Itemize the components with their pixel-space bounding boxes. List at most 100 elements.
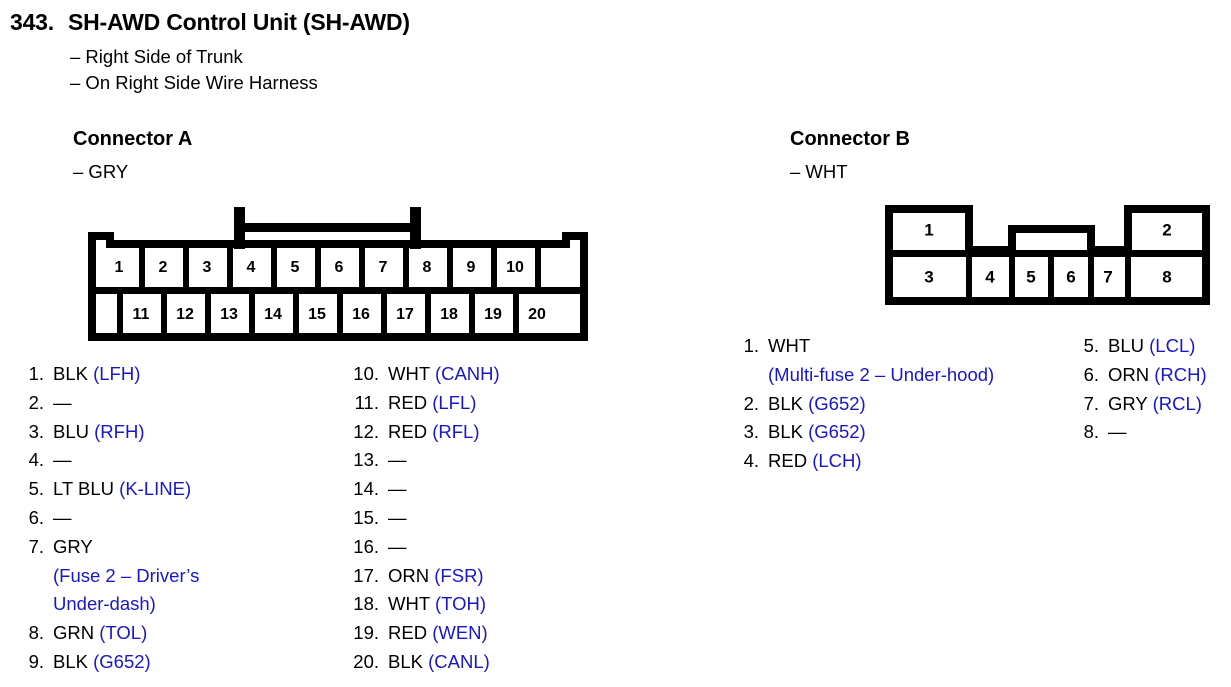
pin-circuit-code: (RFL) [432, 420, 480, 442]
pin-number: 8 [1162, 267, 1171, 286]
pin-circuit-code: (RCL) [1152, 392, 1202, 414]
pin-number: 18 [440, 306, 458, 323]
pin-list-item: 8. GRN (TOL) [14, 619, 199, 648]
pin-circuit-code: (WEN) [432, 622, 488, 644]
connector-b-heading: Connector B [790, 128, 910, 150]
connector-a-top-dividers [139, 244, 541, 290]
page-title: SH-AWD Control Unit (SH-AWD) [67, 9, 410, 35]
pin-circuit-code: (RFH) [94, 420, 145, 442]
pin-index: 2. [743, 392, 759, 414]
pin-wire-color: WHT [388, 593, 430, 615]
pin-list-item: 13. — [349, 446, 500, 475]
pin-index: 15. [353, 506, 379, 528]
pin-circuit-code: (FSR) [434, 564, 484, 586]
location-list: – Right Side of Trunk – On Right Side Wi… [70, 44, 318, 96]
pin-wire-color: — [53, 391, 72, 413]
pin-number: 4 [247, 259, 256, 276]
pin-wire-color: BLK [53, 363, 88, 384]
pin-number: 3 [924, 267, 933, 286]
pin-index: 4. [743, 450, 759, 472]
pin-list-item: 10. WHT (CANH) [349, 360, 499, 389]
pin-circuit-code: (G652) [808, 392, 866, 414]
pin-index: 19. [353, 622, 379, 644]
pin-index: 7. [28, 535, 44, 557]
connector-a-row-divider [92, 287, 584, 294]
pin-wire-color: — [53, 506, 72, 528]
pin-number: 6 [1066, 267, 1075, 286]
pin-list-item: 18. WHT (TOH) [349, 590, 500, 619]
pin-number: 1 [115, 259, 124, 276]
pin-source-note: (Multi-fuse 2 – Under-hood) [768, 363, 995, 385]
connector-a-color-label: – GRY [73, 161, 129, 182]
pin-wire-color: BLK [768, 392, 803, 414]
pin-list-item: 3. BLU (RFH) [14, 418, 199, 447]
pin-number: 12 [176, 306, 194, 323]
pin-index: 10. [353, 363, 379, 384]
page-header: 343. SH-AWD Control Unit (SH-AWD) [10, 9, 410, 36]
pin-wire-color: — [53, 449, 72, 471]
pin-wire-color: RED [388, 420, 428, 442]
pin-number: 13 [220, 306, 238, 323]
pin-circuit-code: (G652) [93, 650, 151, 672]
pin-number: 7 [1103, 267, 1112, 286]
pin-number: 2 [159, 259, 168, 276]
pin-wire-color: — [388, 535, 407, 557]
pin-index: 7. [1083, 392, 1099, 414]
pin-circuit-code: (RCH) [1154, 363, 1207, 385]
pin-wire-color: — [388, 506, 407, 528]
pin-index: 3. [28, 420, 44, 442]
pin-index: 2. [28, 391, 44, 413]
pin-index: 6. [28, 506, 44, 528]
pin-wire-color: GRY [1108, 392, 1148, 414]
pin-wire-color: BLU [1108, 335, 1144, 356]
connector-b-diagram: 1 2 3 4 5 6 7 8 [885, 205, 1210, 305]
pin-index: 8. [1083, 421, 1099, 443]
pin-list-item: 4. — [14, 446, 199, 475]
pin-index: 20. [353, 650, 379, 672]
pin-number: 2 [1162, 220, 1171, 239]
connector-a-housing [88, 232, 588, 341]
connector-b-color-label: – WHT [790, 161, 848, 182]
entry-number: 343. [10, 9, 54, 35]
pin-list-item: 6. — [14, 504, 199, 533]
pin-number: 15 [308, 306, 326, 323]
pin-list-item: 2. BLK (G652) [729, 390, 994, 419]
pin-wire-color: BLK [53, 650, 88, 672]
pin-circuit-code: (TOH) [434, 593, 486, 615]
pin-list-item: 9. BLK (G652) [14, 648, 199, 677]
pin-index: 13. [353, 449, 379, 471]
connector-a-pin-list-right: 10. WHT (CANH) 11. RED (LFL) 12. RED (RF… [349, 360, 500, 677]
pin-circuit-code: (LFL) [432, 391, 477, 413]
pin-list-item: 8. — [1069, 418, 1207, 447]
pin-index: 9. [28, 650, 44, 672]
connector-b-row-divider [889, 250, 1206, 257]
pin-index: 4. [28, 449, 44, 471]
pin-number: 5 [1026, 267, 1035, 286]
connector-b-pin-list-right: 5. BLU (LCL) 6. ORN (RCH) 7. GRY (RCL) 8… [1069, 332, 1207, 447]
connector-b-pin-list-left: 1. WHT (Multi-fuse 2 – Under-hood) 2. BL… [729, 332, 995, 476]
connector-a-locking-tab [234, 207, 421, 249]
connector-a-pin-list-left: 1. BLK (LFH) 2. — 3. BLU (RFH) 4. — 5. L… [14, 360, 200, 677]
pin-wire-color: — [388, 478, 407, 500]
pin-index: 16. [353, 535, 379, 557]
pin-circuit-code: (LCH) [812, 450, 862, 472]
pin-list-item: 12. RED (RFL) [349, 418, 500, 447]
pin-list-item: 7. GRY (RCL) [1069, 390, 1207, 419]
pin-index: 1. [743, 335, 759, 356]
pin-index: 5. [1083, 335, 1099, 356]
pin-index: 11. [354, 391, 379, 413]
pin-list-item: 5. BLU (LCL) [1069, 332, 1207, 361]
connector-a-heading: Connector A [73, 128, 193, 150]
pin-number: 20 [528, 306, 546, 323]
pin-wire-color: WHT [768, 335, 811, 356]
pin-list-item: 16. — [349, 533, 500, 562]
pin-list-item: 2. — [14, 389, 199, 418]
pin-number: 4 [985, 267, 995, 286]
pin-wire-color: — [1108, 421, 1127, 443]
pin-number: 7 [379, 259, 388, 276]
pin-index: 17. [353, 564, 379, 586]
pin-number: 16 [352, 306, 370, 323]
pin-wire-color: WHT [388, 363, 430, 384]
